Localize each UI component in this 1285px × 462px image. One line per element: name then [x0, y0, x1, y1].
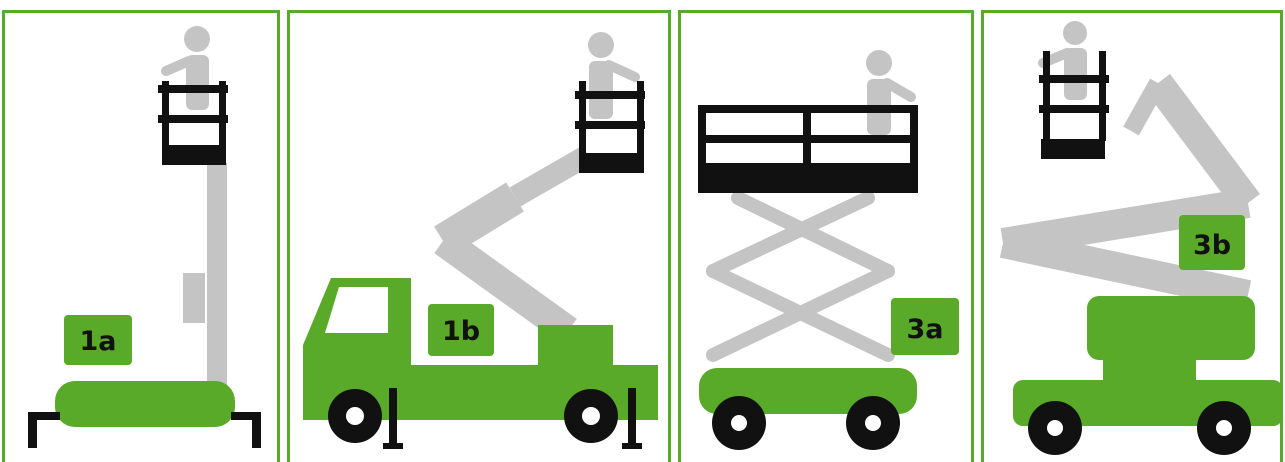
scissor-arms: [713, 198, 888, 355]
boom-turret: [538, 325, 613, 370]
rear-hub: [865, 415, 881, 431]
mast-step: [183, 273, 205, 323]
operator-head: [184, 26, 210, 52]
badge-label: 1a: [79, 326, 116, 357]
front-hub: [731, 415, 747, 431]
operator-arm: [166, 61, 189, 71]
panel-3a: 3a: [678, 10, 974, 462]
turntable: [1103, 360, 1196, 380]
panel-1b: 1b: [287, 10, 671, 462]
panel-3b: 3b: [981, 10, 1283, 462]
articulated-boom-lift-icon: 3b: [984, 13, 1283, 462]
front-hub: [346, 407, 364, 425]
badge-label: 1b: [442, 316, 480, 347]
mast: [207, 163, 227, 388]
rear-hub: [1216, 420, 1232, 436]
front-hub: [1047, 420, 1063, 436]
turret: [1087, 296, 1255, 360]
vertical-mast-lift-icon: 1a: [5, 13, 280, 462]
operator-head: [1063, 21, 1087, 45]
truck-mounted-boom-lift-icon: 1b: [290, 13, 671, 462]
basket: [575, 81, 645, 173]
panel-1a: 1a: [2, 10, 280, 462]
badge-label: 3a: [906, 314, 943, 345]
scissor-lift-icon: 3a: [681, 13, 974, 462]
operator-head: [866, 50, 892, 76]
lift-base: [55, 381, 235, 427]
rear-hub: [582, 407, 600, 425]
badge-label: 3b: [1193, 230, 1231, 261]
operator-head: [588, 32, 614, 58]
